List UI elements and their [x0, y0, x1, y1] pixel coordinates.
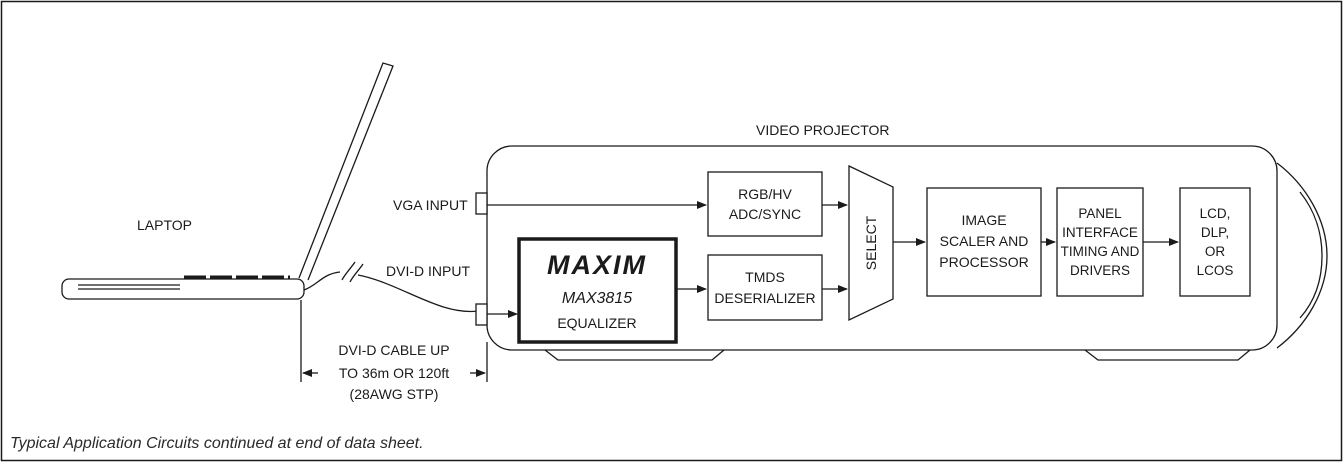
display-block-line1: LCD,: [1200, 206, 1231, 221]
display-block-line3: OR: [1205, 244, 1226, 259]
equalizer-label: EQUALIZER: [557, 315, 636, 331]
panel-block-line2: INTERFACE: [1062, 225, 1138, 240]
display-device-block: [1179, 187, 1251, 297]
image-scaler-block: [926, 187, 1042, 297]
figure-caption: Typical Application Circuits continued a…: [10, 435, 424, 452]
rgb-adc-sync-block: [707, 171, 823, 237]
image-block-line2: SCALER AND: [940, 233, 1029, 249]
vga-input-label: VGA INPUT: [393, 197, 468, 213]
dvi-cable: [303, 261, 479, 313]
cable-note-line1: DVI-D CABLE UP: [338, 342, 449, 358]
display-block-line2: DLP,: [1201, 225, 1229, 240]
projector-title: VIDEO PROJECTOR: [756, 122, 890, 138]
max3815-part-number: MAX3815: [562, 290, 632, 307]
signal-arrows: [487, 201, 1179, 318]
tmds-block-line1: TMDS: [745, 269, 785, 285]
image-block-line3: PROCESSOR: [939, 254, 1028, 270]
laptop-drawing: [61, 62, 394, 300]
select-multiplexer: [848, 164, 894, 322]
projector-foot-left: [544, 349, 725, 361]
projector-foot-right: [1084, 349, 1251, 361]
display-block-line4: LCOS: [1197, 263, 1234, 278]
rgb-block-line1: RGB/HV: [738, 186, 792, 202]
tmds-deserializer-block: [707, 254, 823, 321]
dvi-connector: [475, 303, 488, 326]
tmds-block-line2: DESERIALIZER: [714, 290, 815, 306]
projector-lens: [1276, 162, 1328, 349]
max3815-equalizer-block: [517, 237, 678, 344]
cable-note-line3: (28AWG STP): [350, 386, 439, 402]
cable-length-dimension: [300, 300, 488, 382]
rgb-block-line2: ADC/SYNC: [729, 206, 801, 222]
image-block-line1: IMAGE: [961, 212, 1006, 228]
panel-block-line3: TIMING AND: [1061, 244, 1140, 259]
vga-connector: [475, 192, 488, 215]
select-label: SELECT: [863, 215, 879, 270]
cable-note-line2: TO 36m OR 120ft: [339, 365, 449, 381]
laptop-label: LAPTOP: [137, 217, 192, 233]
maxim-logo: MAXIM: [547, 250, 647, 280]
panel-block-line1: PANEL: [1078, 206, 1122, 221]
dvi-input-label: DVI-D INPUT: [386, 263, 470, 279]
panel-interface-block: [1056, 187, 1144, 297]
panel-block-line4: DRIVERS: [1070, 263, 1130, 278]
